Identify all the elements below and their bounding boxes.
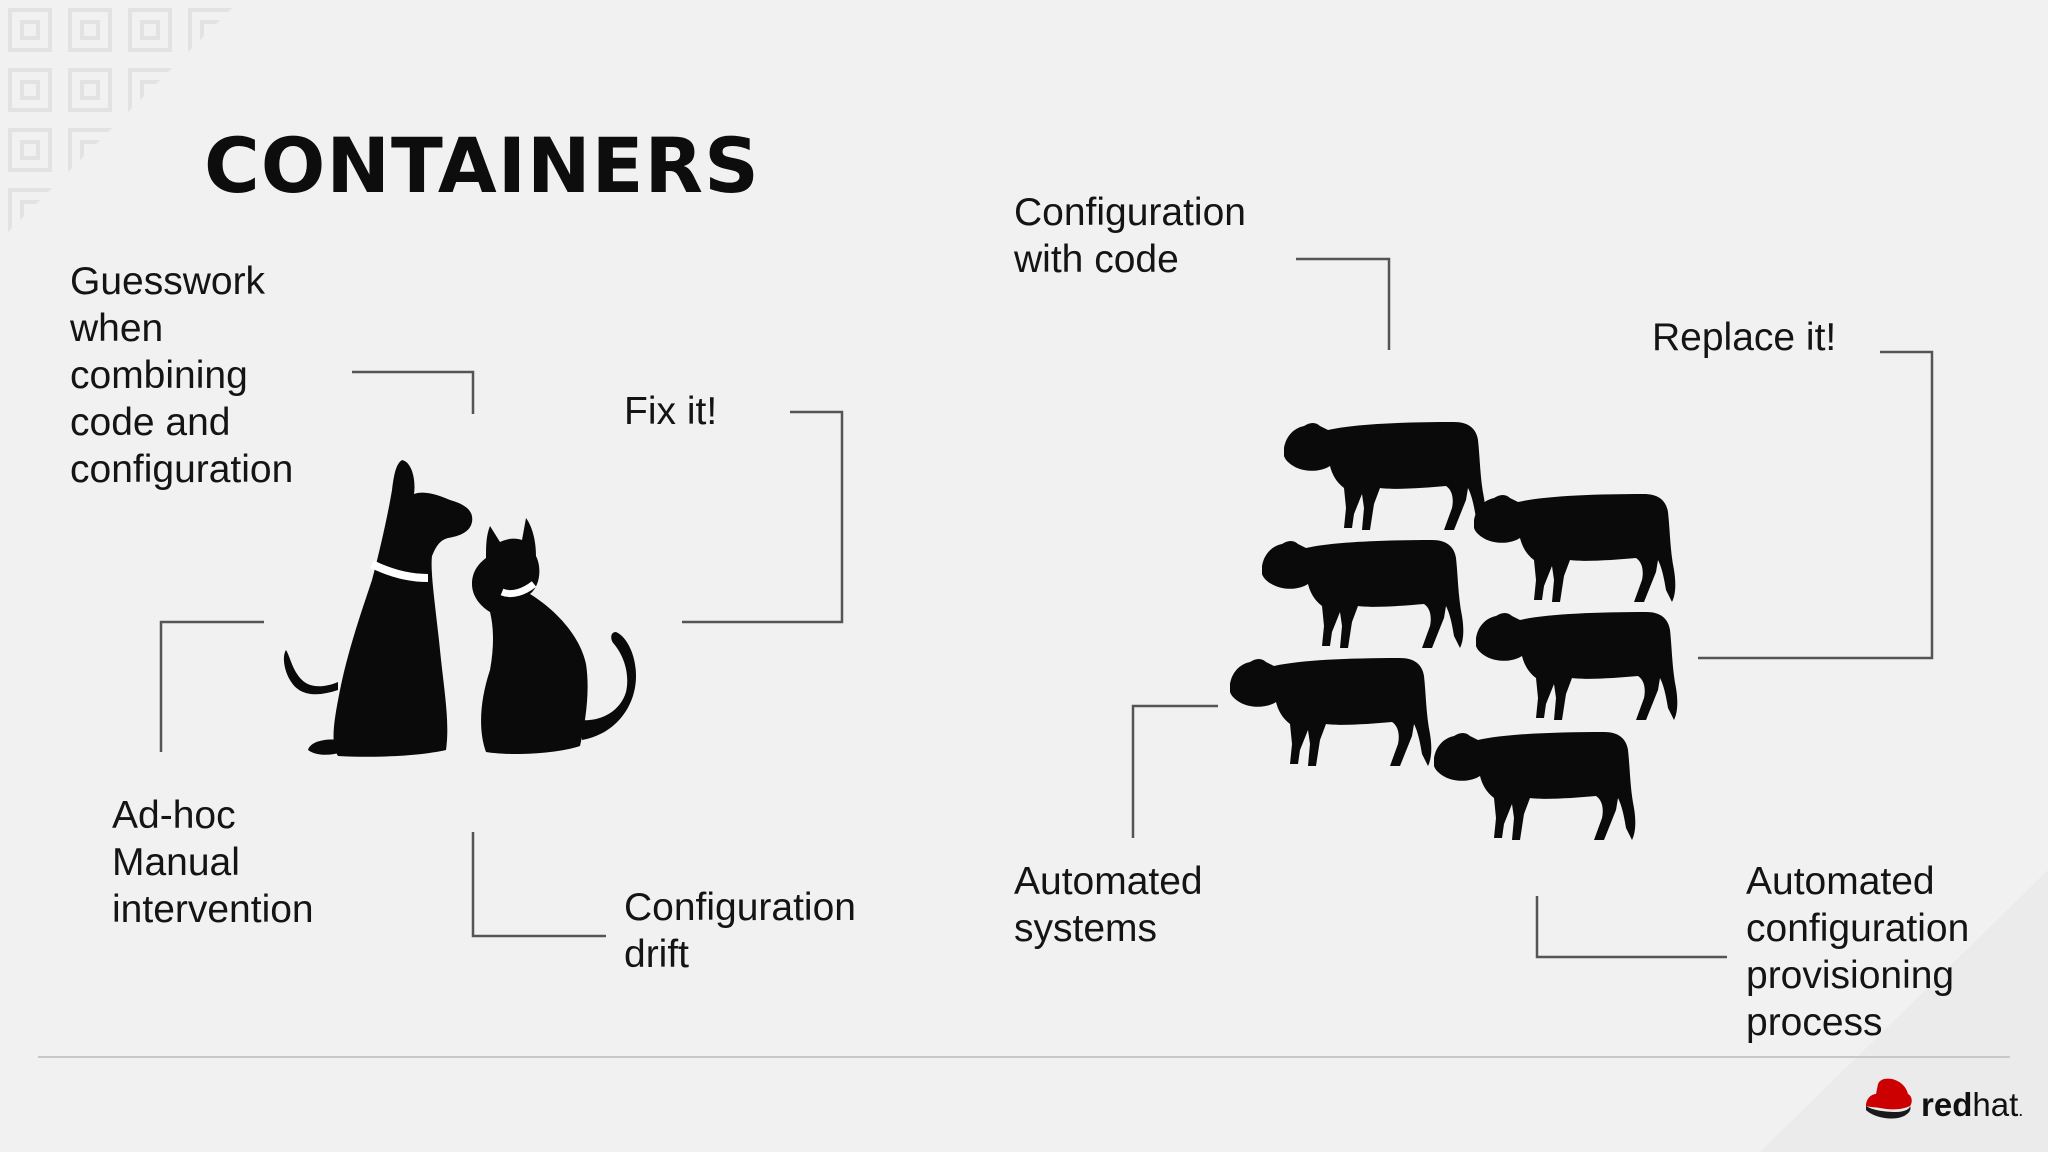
connector-automated-configuration	[1535, 896, 1727, 959]
label-configuration-drift: Configuration drift	[624, 886, 856, 976]
cow-icon	[1434, 732, 1636, 840]
logo-text-dot: .	[2018, 1100, 2024, 1120]
connector-adhoc	[159, 620, 264, 752]
cow-icon	[1474, 494, 1676, 602]
label-automated-configuration: Automated configuration provisioning pro…	[1746, 860, 1970, 1044]
cattle-herd-icon	[1230, 422, 1678, 840]
footer-divider	[38, 1056, 2010, 1058]
connector-configuration-with-code	[1296, 257, 1391, 350]
cow-icon	[1262, 540, 1464, 648]
cow-icon	[1476, 612, 1678, 720]
label-automated-systems: Automated systems	[1014, 860, 1203, 950]
connector-fix-it	[682, 410, 844, 624]
logo-text-hat: hat	[1972, 1086, 2019, 1123]
label-adhoc-intervention: Ad-hoc Manual intervention	[112, 794, 314, 931]
label-fix-it: Fix it!	[624, 390, 718, 433]
redhat-wordmark: redhat.	[1921, 1086, 2023, 1124]
connector-replace-it	[1698, 350, 1934, 660]
logo-text-red: red	[1921, 1086, 1973, 1123]
cow-icon	[1230, 658, 1432, 766]
label-configuration-with-code: Configuration with code	[1014, 191, 1246, 281]
dog-icon	[283, 460, 473, 757]
page-title: CONTAINERS	[204, 121, 760, 210]
cow-icon	[1284, 422, 1486, 530]
label-replace-it: Replace it!	[1652, 316, 1837, 359]
corner-pattern-decoration	[8, 8, 232, 232]
connector-automated-systems	[1131, 704, 1218, 838]
corner-wedge-decoration	[1760, 870, 2048, 1152]
redhat-hat-icon	[1866, 1078, 1912, 1119]
connector-guesswork	[352, 370, 475, 414]
dog-and-cat-icon	[283, 460, 636, 757]
connector-drift	[471, 832, 606, 938]
label-guesswork: Guesswork when combining code and config…	[70, 260, 294, 491]
cat-icon	[472, 518, 636, 754]
